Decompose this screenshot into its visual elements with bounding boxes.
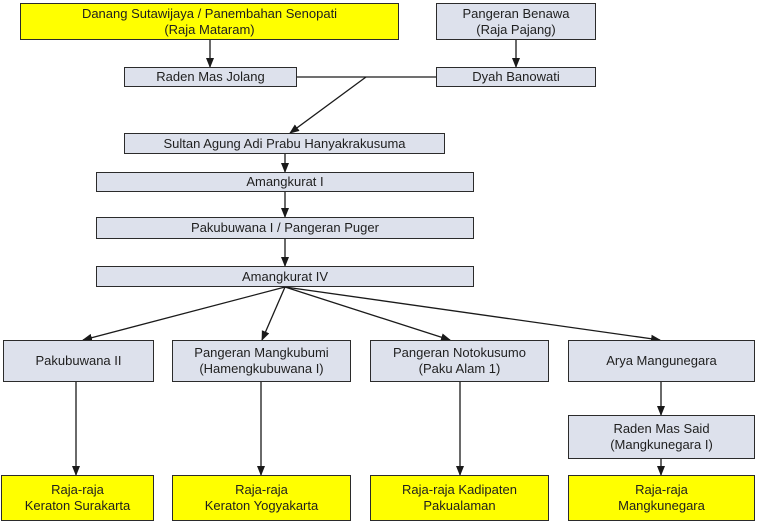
node-benawa-line1: Pangeran Benawa (462, 5, 570, 21)
node-pakubuwana1-line1: Pakubuwana I / Pangeran Puger (191, 220, 379, 235)
node-surakarta-line2: Keraton Surakarta (24, 498, 131, 513)
node-mangunegara-line1: Arya Mangunegara (606, 353, 717, 368)
node-mas-said: Raden Mas Said (Mangkunegara I) (568, 415, 755, 459)
node-pakualaman-line2: Pakualaman (423, 498, 496, 513)
node-mangkubumi: Pangeran Mangkubumi (Hamengkubuwana I) (172, 340, 351, 382)
node-mangkunegara-line1: Raja-raja (635, 482, 688, 497)
node-pakubuwana2-line1: Pakubuwana II (35, 353, 122, 368)
node-yogyakarta: Raja-raja Keraton Yogyakarta (172, 475, 351, 521)
edge-amangkurat4-notokusumo (284, 286, 451, 342)
node-amangkurat1: Amangkurat I (96, 172, 474, 192)
node-pakualaman-line1: Raja-raja Kadipaten (402, 482, 517, 497)
node-mangunegara: Arya Mangunegara (568, 340, 755, 382)
edge-amangkurat4-mangunegara (284, 286, 661, 343)
node-amangkurat4: Amangkurat IV (96, 266, 474, 287)
node-mangkunegara: Raja-raja Mangkunegara (568, 475, 755, 521)
node-mangkunegara-line2: Mangkunegara (618, 498, 705, 513)
node-surakarta-line1: Raja-raja (51, 482, 104, 497)
node-mas-said-line2: (Mangkunegara I) (610, 437, 713, 452)
node-sultan-agung: Sultan Agung Adi Prabu Hanyakrakusuma (124, 133, 445, 154)
node-sultan-agung-line1: Sultan Agung Adi Prabu Hanyakrakusuma (163, 135, 406, 151)
node-mas-said-line1: Raden Mas Said (613, 421, 710, 436)
node-senopati: Danang Sutawijaya / Panembahan Senopati … (20, 3, 399, 40)
edge-amangkurat4-mangkubumi (261, 286, 286, 341)
edge-amangkurat4-pakubuwana2 (82, 286, 286, 342)
node-senopati-line2: (Raja Mataram) (164, 21, 255, 37)
node-notokusumo: Pangeran Notokusumo (Paku Alam 1) (370, 340, 549, 382)
node-senopati-line1: Danang Sutawijaya / Panembahan Senopati (81, 5, 338, 21)
node-mangkubumi-line1: Pangeran Mangkubumi (194, 345, 329, 360)
node-banowati-line1: Dyah Banowati (472, 69, 560, 84)
node-yogyakarta-line1: Raja-raja (235, 482, 288, 497)
node-surakarta: Raja-raja Keraton Surakarta (1, 475, 154, 521)
edge-union-sultan (289, 76, 367, 134)
node-pakubuwana2: Pakubuwana II (3, 340, 154, 382)
node-pakualaman: Raja-raja Kadipaten Pakualaman (370, 475, 549, 521)
node-notokusumo-line2: (Paku Alam 1) (418, 361, 501, 376)
node-pakubuwana1: Pakubuwana I / Pangeran Puger (96, 217, 474, 239)
node-banowati: Dyah Banowati (436, 67, 596, 87)
node-benawa: Pangeran Benawa (Raja Pajang) (436, 3, 596, 40)
node-benawa-line2: (Raja Pajang) (476, 21, 556, 37)
node-jolang-line1: Raden Mas Jolang (156, 69, 265, 84)
node-amangkurat1-line1: Amangkurat I (246, 174, 324, 189)
node-mangkubumi-line2: (Hamengkubuwana I) (199, 361, 324, 376)
node-yogyakarta-line2: Keraton Yogyakarta (204, 498, 319, 513)
node-notokusumo-line1: Pangeran Notokusumo (393, 345, 526, 360)
node-jolang: Raden Mas Jolang (124, 67, 297, 87)
node-amangkurat4-line1: Amangkurat IV (242, 268, 328, 284)
